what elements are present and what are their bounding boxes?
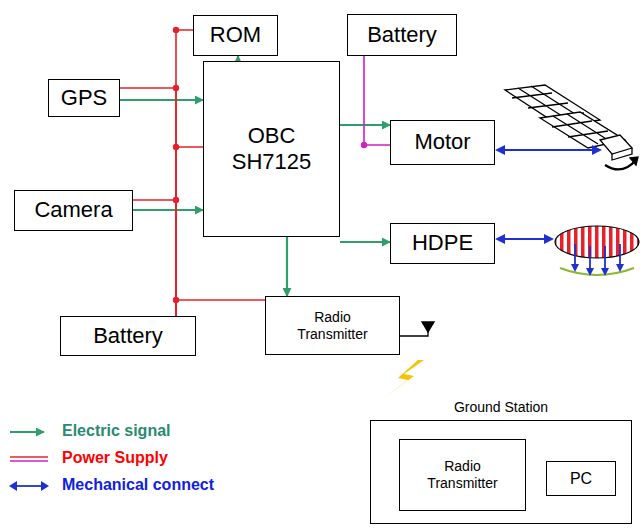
box-label: GPS [61,85,107,111]
box-label: Battery [367,22,437,48]
legend-label: Mechanical connect [62,476,214,494]
signal-arrow [340,241,390,243]
sensor-box: GPS [48,79,120,117]
power-line [176,30,193,316]
battery-box: Battery [60,316,196,356]
radio-box: Radio Transmitter [265,296,400,355]
legend-sample [10,457,48,461]
power-line [133,200,176,316]
solar-panel-illustration [505,85,638,169]
legend-label: Power Supply [62,449,168,467]
mechanical-connect [495,145,602,244]
power-line [364,56,390,145]
signal-arrow [133,209,203,211]
box-label: Radio Transmitter [291,309,375,343]
power-line [176,147,203,316]
legend-label: Electric signal [62,422,171,440]
computer-box: PC [546,461,616,496]
station-box: Ground StationRadio TransmitterPC [370,420,632,524]
box-label: Camera [34,197,112,223]
memory-box: ROM [193,15,278,56]
hdpe-illustration [555,226,639,275]
legend-sample [10,432,44,433]
hdpe-force-arrows [571,244,624,276]
box-label: Battery [93,323,163,349]
actuator-box: HDPE [390,223,495,264]
box-label: Motor [414,129,470,155]
actuator-box: Motor [390,120,495,165]
radio-link-bolt [384,360,424,398]
radio-box: Radio Transmitter [399,439,526,511]
box-label: OBC SH7125 [224,123,319,176]
box-label: Radio Transmitter [421,458,505,492]
computer-box: OBC SH7125 [203,61,340,237]
signal-arrow [286,237,288,296]
power-line [176,300,265,316]
box-label: PC [570,469,592,488]
signal-arrow [340,124,390,126]
box-label: ROM [210,22,261,48]
box-label: HDPE [412,230,473,256]
legend-sample [9,481,49,491]
sensor-box: Camera [14,190,133,231]
station-heading: Ground Station [371,399,631,416]
battery-box: Battery [347,14,457,56]
signal-arrow [120,99,203,101]
